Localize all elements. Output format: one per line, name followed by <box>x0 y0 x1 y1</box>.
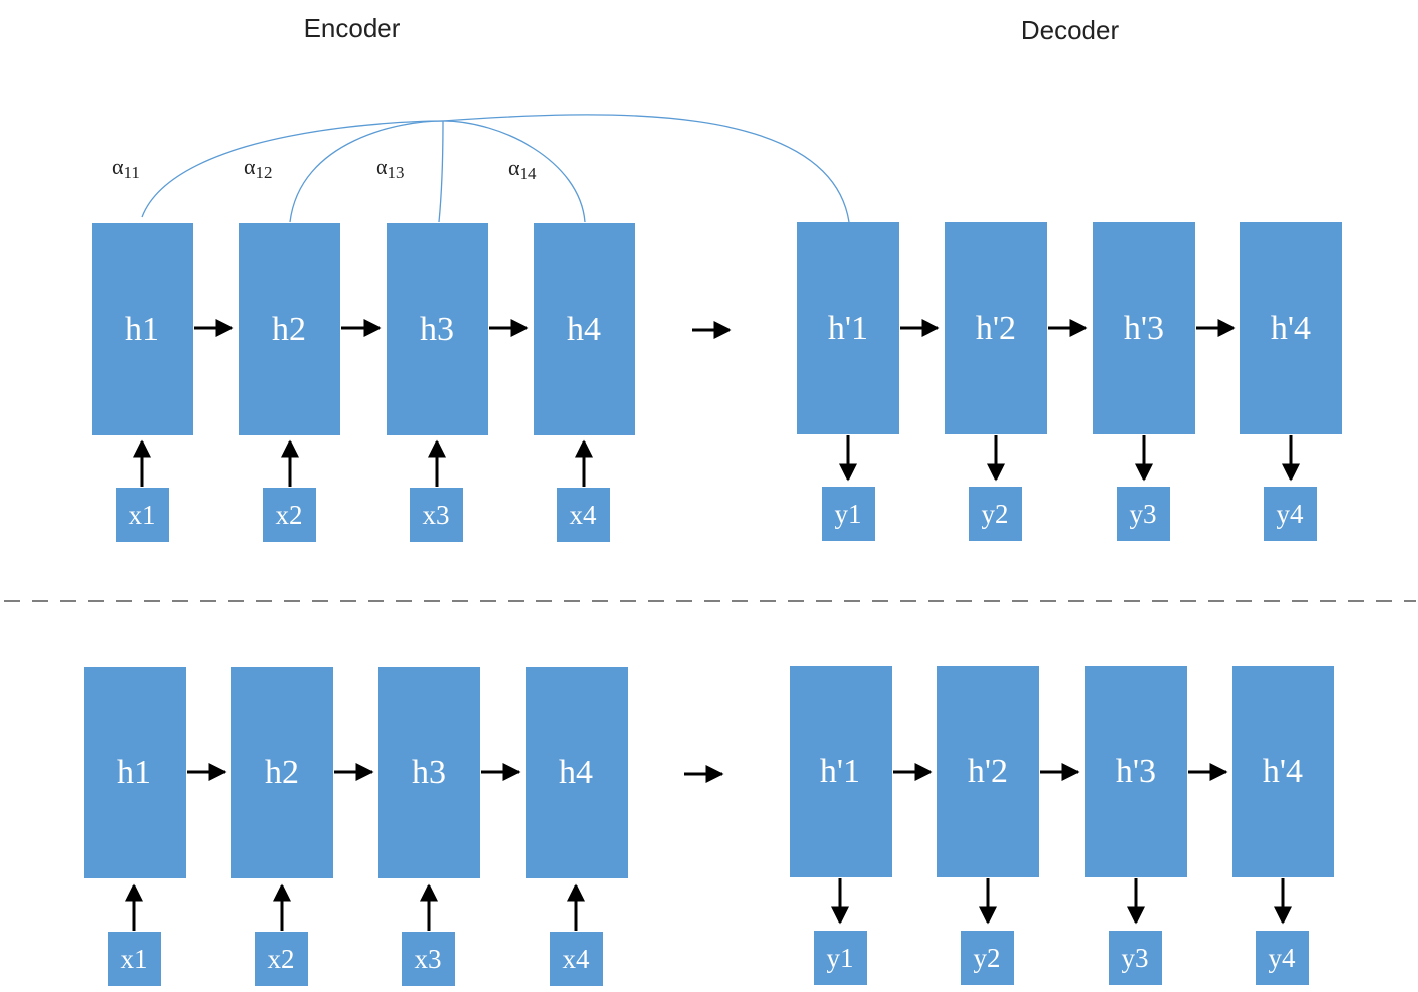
top-diagram: h1 h2 h3 h4 x1 x2 x3 x4 h'1 h'2 h'3 h'4 <box>92 222 1342 542</box>
bottom-output-label-y1: y1 <box>827 943 854 973</box>
bottom-output-label-y3: y3 <box>1122 943 1149 973</box>
bottom-decoder-box-h1 <box>790 666 892 877</box>
attention-line-h4 <box>442 120 586 223</box>
bottom-input-box-x2 <box>255 932 308 986</box>
bottom-input-label-x4: x4 <box>563 944 591 974</box>
top-encoder-box-h3 <box>387 223 488 435</box>
bottom-encoder-box-h2 <box>231 667 333 878</box>
top-decoder-box-h4 <box>1240 222 1342 434</box>
encoder-title: Encoder <box>304 13 401 43</box>
bottom-input-box-x4 <box>550 932 603 986</box>
top-output-label-y2: y2 <box>982 499 1009 529</box>
bottom-output-label-y4: y4 <box>1269 943 1297 973</box>
top-input-label-x3: x3 <box>423 500 450 530</box>
attention-line-h3 <box>438 120 444 223</box>
top-encoder-box-h4 <box>534 223 635 435</box>
attention-line-h2 <box>289 120 444 223</box>
top-decoder-label-h4: h'4 <box>1271 310 1311 347</box>
top-decoder-label-h1: h'1 <box>828 310 868 347</box>
bottom-output-box-y4 <box>1256 931 1309 985</box>
bottom-decoder-box-h4 <box>1232 666 1334 877</box>
top-input-box-x3 <box>410 488 463 542</box>
attention-line-h1 <box>141 120 444 218</box>
top-input-label-x4: x4 <box>570 500 598 530</box>
bottom-decoder-box-h3 <box>1085 666 1187 877</box>
top-input-box-x4 <box>557 488 610 542</box>
top-decoder-label-h3: h'3 <box>1124 310 1164 347</box>
top-input-box-x1 <box>116 488 169 542</box>
alpha-label-11: α11 <box>112 154 140 182</box>
top-encoder-label-h2: h2 <box>272 311 306 348</box>
bottom-output-box-y2 <box>961 931 1014 985</box>
top-encoder-box-h1 <box>92 223 193 435</box>
top-output-box-y3 <box>1117 487 1170 541</box>
attention-weight-labels: α11 α12 α13 α14 <box>112 154 537 183</box>
alpha-label-13: α13 <box>376 154 405 182</box>
bottom-encoder-label-h4: h4 <box>559 754 593 791</box>
bottom-input-label-x1: x1 <box>121 944 148 974</box>
bottom-output-box-y1 <box>814 931 867 985</box>
top-decoder-box-h1 <box>797 222 899 434</box>
top-decoder-label-h2: h'2 <box>976 310 1016 347</box>
bottom-diagram: h1 h2 h3 h4 x1 x2 x3 x4 h'1 h'2 h'3 h'4 <box>84 666 1334 986</box>
bottom-input-label-x3: x3 <box>415 944 442 974</box>
top-encoder-label-h3: h3 <box>420 311 454 348</box>
bottom-encoder-label-h3: h3 <box>412 754 446 791</box>
bottom-encoder-box-h4 <box>526 667 628 878</box>
bottom-output-box-y3 <box>1109 931 1162 985</box>
top-output-label-y3: y3 <box>1130 499 1157 529</box>
top-input-box-x2 <box>263 488 316 542</box>
top-output-label-y1: y1 <box>835 499 862 529</box>
bottom-decoder-label-h3: h'3 <box>1116 753 1156 790</box>
bottom-encoder-box-h1 <box>84 667 186 878</box>
bottom-input-label-x2: x2 <box>268 944 295 974</box>
top-input-label-x2: x2 <box>276 500 303 530</box>
top-encoder-label-h4: h4 <box>567 311 601 348</box>
bottom-decoder-label-h1: h'1 <box>820 753 860 790</box>
top-encoder-box-h2 <box>239 223 340 435</box>
bottom-decoder-label-h2: h'2 <box>968 753 1008 790</box>
alpha-label-12: α12 <box>244 154 273 182</box>
top-output-label-y4: y4 <box>1277 499 1305 529</box>
bottom-input-box-x3 <box>402 932 455 986</box>
bottom-decoder-box-h2 <box>937 666 1039 877</box>
bottom-input-box-x1 <box>108 932 161 986</box>
top-output-box-y1 <box>822 487 875 541</box>
alpha-label-14: α14 <box>508 155 537 183</box>
decoder-title: Decoder <box>1021 15 1120 45</box>
bottom-output-label-y2: y2 <box>974 943 1001 973</box>
top-output-box-y2 <box>969 487 1022 541</box>
top-encoder-label-h1: h1 <box>125 311 159 348</box>
bottom-encoder-box-h3 <box>378 667 480 878</box>
top-decoder-box-h2 <box>945 222 1047 434</box>
bottom-encoder-label-h2: h2 <box>265 754 299 791</box>
attention-line-decoder <box>442 114 850 223</box>
top-decoder-box-h3 <box>1093 222 1195 434</box>
bottom-decoder-label-h4: h'4 <box>1263 753 1303 790</box>
top-output-box-y4 <box>1264 487 1317 541</box>
top-input-label-x1: x1 <box>129 500 156 530</box>
attention-lines <box>141 114 850 223</box>
bottom-encoder-label-h1: h1 <box>117 754 151 791</box>
